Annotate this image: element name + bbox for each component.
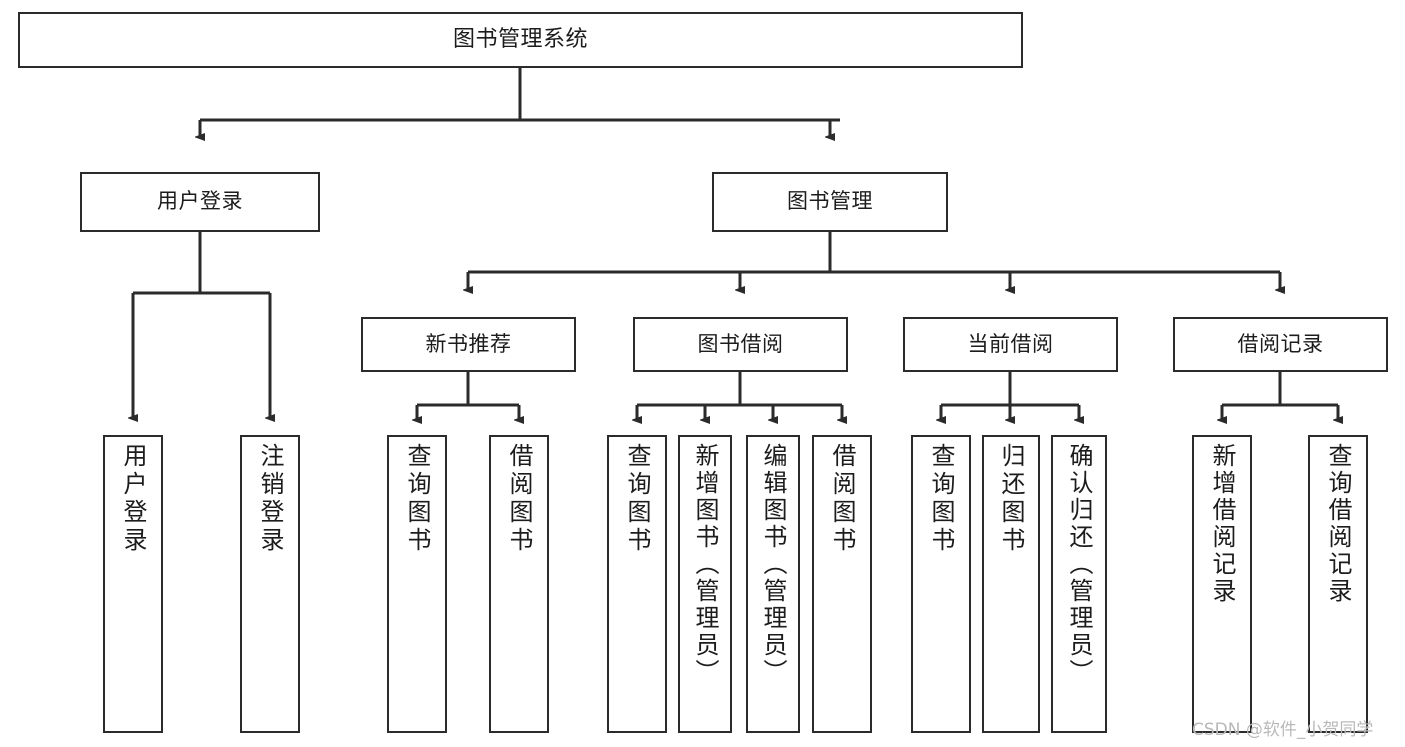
leaf-cb-return-book[interactable]: 归还图书 bbox=[982, 435, 1040, 733]
leaf-bb-borrow-book-label: 借阅图书 bbox=[828, 443, 856, 555]
leaf-user-login-label: 用户登录 bbox=[119, 443, 147, 555]
leaf-cb-query-book[interactable]: 查询图书 bbox=[911, 435, 971, 733]
node-new-book-recommend-label: 新书推荐 bbox=[425, 331, 512, 356]
leaf-bb-query-book[interactable]: 查询图书 bbox=[607, 435, 667, 733]
leaf-user-login[interactable]: 用户登录 bbox=[103, 435, 163, 733]
node-current-borrow-label: 当前借阅 bbox=[967, 331, 1054, 356]
leaf-br-query-record[interactable]: 查询借阅记录 bbox=[1308, 435, 1368, 733]
csdn-watermark: CSDN @软件_小贺同学 bbox=[1192, 720, 1374, 740]
node-new-book-recommend[interactable]: 新书推荐 bbox=[361, 317, 576, 372]
leaf-br-query-record-label: 查询借阅记录 bbox=[1324, 443, 1352, 605]
leaf-br-add-record[interactable]: 新增借阅记录 bbox=[1192, 435, 1252, 733]
leaf-bb-query-book-label: 查询图书 bbox=[623, 443, 651, 555]
leaf-nb-borrow-book[interactable]: 借阅图书 bbox=[489, 435, 549, 733]
leaf-bb-borrow-book[interactable]: 借阅图书 bbox=[812, 435, 872, 733]
node-book-borrow-label: 图书借阅 bbox=[697, 331, 784, 356]
leaf-logout-label: 注销登录 bbox=[256, 443, 284, 555]
node-current-borrow[interactable]: 当前借阅 bbox=[903, 317, 1118, 372]
node-borrow-record[interactable]: 借阅记录 bbox=[1173, 317, 1388, 372]
leaf-bb-edit-book-label: 编辑图书（管理员） bbox=[759, 443, 787, 686]
leaf-nb-borrow-book-label: 借阅图书 bbox=[505, 443, 533, 555]
leaf-cb-return-book-label: 归还图书 bbox=[997, 443, 1025, 555]
leaf-bb-edit-book[interactable]: 编辑图书（管理员） bbox=[746, 435, 800, 733]
leaf-bb-add-book[interactable]: 新增图书（管理员） bbox=[678, 435, 732, 733]
leaf-nb-query-book-label: 查询图书 bbox=[403, 443, 431, 555]
node-book-manage-label: 图书管理 bbox=[787, 189, 873, 214]
leaf-cb-confirm-return-label: 确认归还（管理员） bbox=[1065, 443, 1093, 686]
leaf-cb-confirm-return[interactable]: 确认归还（管理员） bbox=[1051, 435, 1107, 733]
node-book-manage[interactable]: 图书管理 bbox=[712, 172, 948, 232]
node-user-login[interactable]: 用户登录 bbox=[80, 172, 320, 232]
leaf-br-add-record-label: 新增借阅记录 bbox=[1208, 443, 1236, 605]
leaf-cb-query-book-label: 查询图书 bbox=[927, 443, 955, 555]
leaf-logout[interactable]: 注销登录 bbox=[240, 435, 300, 733]
leaf-nb-query-book[interactable]: 查询图书 bbox=[387, 435, 447, 733]
node-root-label: 图书管理系统 bbox=[452, 26, 588, 52]
node-root[interactable]: 图书管理系统 bbox=[18, 12, 1023, 68]
node-user-login-label: 用户登录 bbox=[157, 189, 243, 214]
node-borrow-record-label: 借阅记录 bbox=[1237, 331, 1324, 356]
node-book-borrow[interactable]: 图书借阅 bbox=[633, 317, 848, 372]
leaf-bb-add-book-label: 新增图书（管理员） bbox=[691, 443, 719, 686]
